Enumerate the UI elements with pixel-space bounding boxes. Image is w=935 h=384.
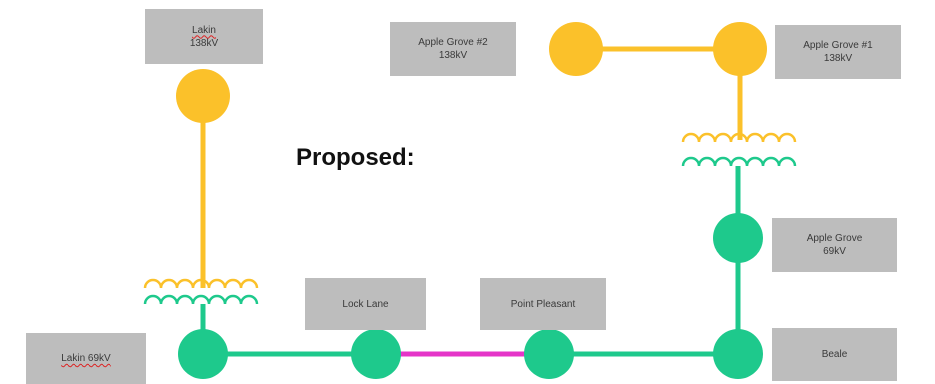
- bus-apple-grove-2: [549, 22, 603, 76]
- label-lakin-69-name: Lakin 69kV: [61, 353, 111, 364]
- label-lakin-138-voltage: 138kV: [189, 37, 219, 49]
- bus-beale: [713, 329, 763, 379]
- label-lakin-138: Lakin 138kV: [145, 9, 263, 64]
- label-apple-grove-1-voltage: 138kV: [823, 53, 853, 64]
- bus-lock-lane: [351, 329, 401, 379]
- bus-apple-grove-69: [713, 213, 763, 263]
- label-beale-name: Beale: [821, 349, 848, 360]
- label-apple-grove-1-name: Apple Grove #1: [803, 40, 873, 51]
- label-apple-grove-1: Apple Grove #1 138kV: [775, 25, 901, 79]
- label-lakin-138-name: Lakin: [192, 24, 216, 36]
- diagram-title: Proposed:: [296, 144, 415, 171]
- transformer-apple-grove: [681, 132, 797, 167]
- label-apple-grove-2: Apple Grove #2 138kV: [390, 22, 516, 76]
- label-point-pleasant: Point Pleasant: [480, 278, 606, 330]
- label-apple-grove-69-name: Apple Grove: [806, 233, 863, 244]
- label-lakin-69: Lakin 69kV: [26, 333, 146, 384]
- bus-lakin-138: [176, 69, 230, 123]
- bus-lakin-69: [178, 329, 228, 379]
- transformer-apple-grove-secondary-winding: [681, 156, 797, 167]
- label-apple-grove-2-name: Apple Grove #2: [418, 37, 488, 48]
- bus-apple-grove-1: [713, 22, 767, 76]
- label-lock-lane: Lock Lane: [305, 278, 426, 330]
- bus-point-pleasant: [524, 329, 574, 379]
- label-apple-grove-69-voltage: 69kV: [823, 246, 846, 257]
- transformer-lakin-secondary-winding: [143, 294, 259, 305]
- label-lock-lane-name: Lock Lane: [342, 298, 389, 310]
- label-apple-grove-69: Apple Grove 69kV: [772, 218, 897, 272]
- transformer-apple-grove-primary-winding: [681, 132, 797, 143]
- transformer-lakin: [143, 278, 259, 305]
- label-point-pleasant-name: Point Pleasant: [510, 298, 576, 310]
- label-beale: Beale: [772, 328, 897, 381]
- transformer-lakin-primary-winding: [143, 278, 259, 289]
- label-apple-grove-2-voltage: 138kV: [438, 50, 468, 61]
